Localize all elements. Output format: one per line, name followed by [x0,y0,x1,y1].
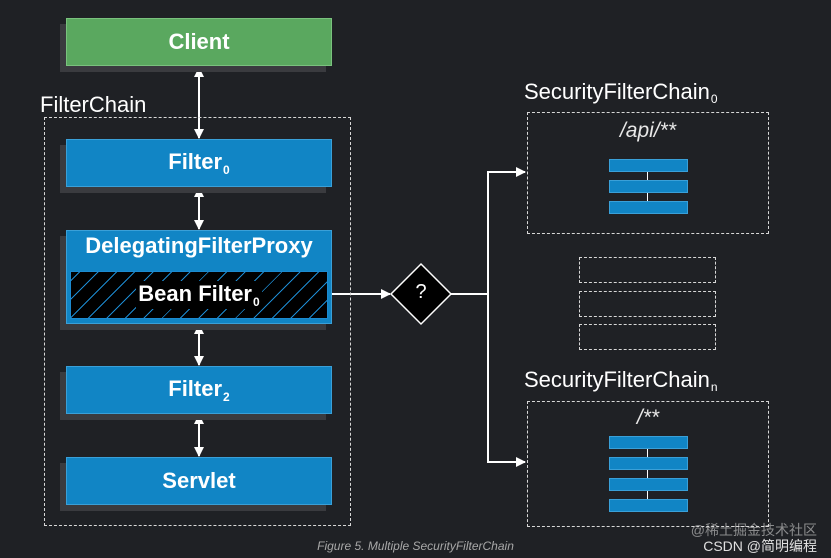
client-node: Client [66,18,332,66]
branch-to-chain0 [451,167,526,295]
filterchain-container [44,117,351,526]
branch-to-chainn [487,294,526,467]
filter2-node: Filter2 [66,366,332,414]
security-filter-chain-0-label: SecurityFilterChain0 [524,79,718,107]
client-label: Client [168,29,230,54]
chain-0-filter-bar [609,159,688,172]
delegating-filter-proxy-label: DelegatingFilterProxy [85,233,313,258]
watermark-csdn: CSDN @简明编程 [703,538,817,554]
chain-0-filter-bar [609,180,688,193]
servlet-label: Servlet [162,468,236,493]
decision-label: ? [415,281,427,303]
bean-filter-label: Bean Filter0 [136,281,262,309]
chain-n-filter-bar [609,499,688,512]
filter0-label: Filter0 [168,149,230,177]
security-filter-chain-n-container: /** [527,401,769,527]
security-filter-chain-0-pattern: /api/** [619,119,677,142]
figure-caption: Figure 5. Multiple SecurityFilterChain [317,539,514,553]
filterchain-label: FilterChain [40,92,147,117]
bean-filter-node: Bean Filter0 [70,271,328,319]
chain-0-filter-bar [609,201,688,214]
chain-n-filter-bar [609,457,688,470]
chain-n-connector [647,436,648,510]
decision-diamond [389,262,453,326]
placeholder-chain [579,291,716,317]
chain-n-filter-bar [609,436,688,449]
security-filter-chain-0-container: /api/** [527,112,769,234]
filter2-label: Filter2 [168,376,230,404]
servlet-node: Servlet [66,457,332,505]
security-filter-chain-n-label: SecurityFilterChainn [524,367,718,395]
placeholder-chain [579,324,716,350]
security-filter-chain-n-pattern: /** [636,406,660,429]
chain-n-filter-bar [609,478,688,491]
watermark-juejin: @稀土掘金技术社区 [690,522,817,538]
filter0-node: Filter0 [66,139,332,187]
placeholder-chain [579,257,716,283]
